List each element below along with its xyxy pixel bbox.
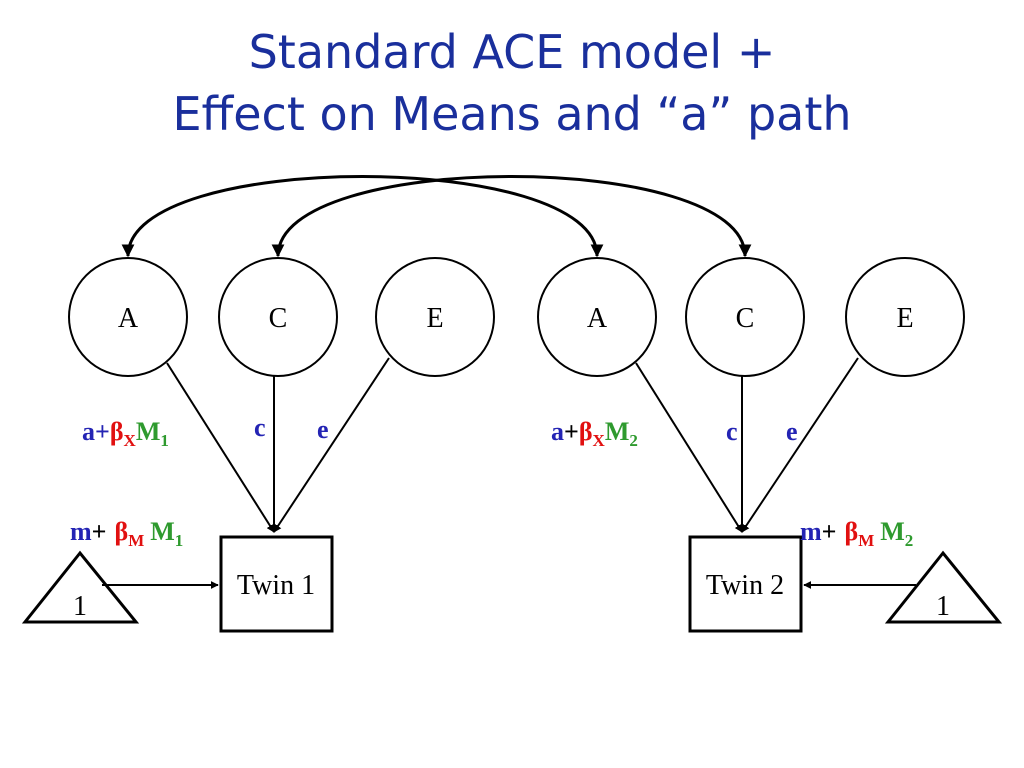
twin2-path-a — [635, 362, 743, 533]
twin2-a-path-label: a+βXM2 — [551, 417, 638, 450]
svg-text:C: C — [269, 303, 288, 334]
twin1-box: Twin 1 — [219, 535, 334, 633]
svg-text:1: 1 — [936, 591, 950, 622]
covariance-arc-a — [121, 175, 604, 258]
svg-text:Twin 2: Twin 2 — [706, 570, 784, 601]
twin1-latent-a: A — [68, 257, 188, 377]
twin2-latent-c: C — [685, 257, 805, 377]
twin2-box: Twin 2 — [688, 535, 803, 633]
twin1-a-path-label: a+βXM1 — [82, 417, 169, 450]
covariance-arc-c — [271, 175, 752, 258]
twin1-latent-e: E — [375, 257, 495, 377]
twin1-path-a — [166, 362, 275, 533]
twin1-latent-c: C — [218, 257, 338, 377]
twin1-path-e — [273, 357, 390, 533]
svg-text:E: E — [896, 303, 913, 334]
twin1-c-path-label: c — [254, 413, 266, 442]
twin2-c-path-label: c — [726, 417, 738, 446]
twin1-mean-triangle: 1 — [21, 550, 140, 624]
twin2-latent-e: E — [845, 257, 965, 377]
svg-text:E: E — [426, 303, 443, 334]
title-line-1: Standard ACE model + — [248, 25, 776, 79]
title-line-2: Effect on Means and “a” path — [172, 87, 852, 141]
svg-text:A: A — [587, 303, 608, 334]
svg-text:A: A — [118, 303, 139, 334]
svg-text:C: C — [736, 303, 755, 334]
twin2-mean-triangle: 1 — [884, 550, 1003, 624]
twin2-e-path-label: e — [786, 417, 798, 446]
twin2-path-e — [741, 357, 859, 533]
svg-text:Twin 1: Twin 1 — [237, 570, 315, 601]
twin1-e-path-label: e — [317, 415, 329, 444]
twin2-latent-a: A — [537, 257, 657, 377]
svg-text:1: 1 — [73, 591, 87, 622]
